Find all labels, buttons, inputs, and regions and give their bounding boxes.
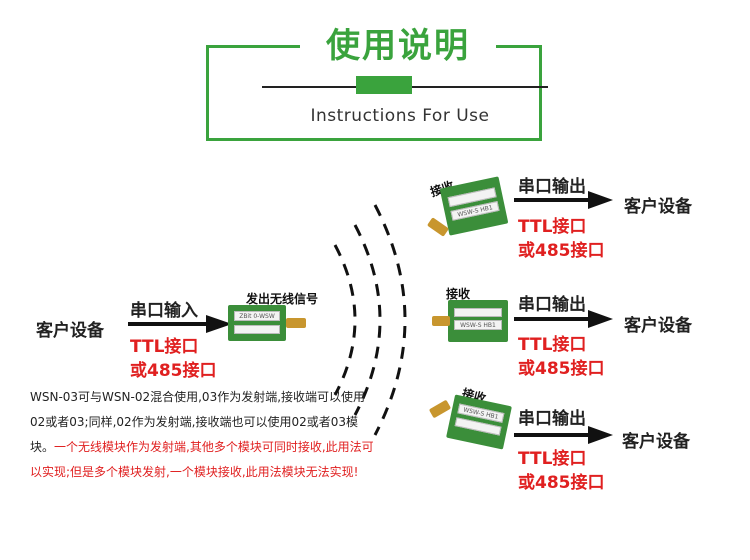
- receiver-3-ttl-label: TTL接口: [518, 449, 587, 469]
- module-chip-serial: [234, 325, 280, 334]
- sender-port-label: 串口输入: [130, 301, 198, 321]
- receiver-2-client-label: 客户设备: [624, 316, 692, 336]
- receiver-1-ttl-label: TTL接口: [518, 217, 587, 237]
- receiver-3-arrow-icon: [514, 426, 613, 444]
- receiver-2-module: WSW-S HB1: [448, 300, 508, 342]
- wireless-signal-icon: [333, 204, 407, 436]
- receiver-2-port-label: 串口输出: [518, 295, 586, 315]
- module-chip-label: WSW-S HB1: [454, 320, 502, 330]
- receiver-3-module: WSW-S HB1: [446, 394, 512, 450]
- page-title: 使用说明: [326, 26, 470, 66]
- receiver-2-ttl-label: TTL接口: [518, 335, 587, 355]
- receiver-2-485-label: 或485接口: [518, 359, 605, 379]
- sender-antenna-icon: [286, 318, 306, 328]
- sender-arrow-icon: [128, 315, 232, 333]
- sender-client-label: 客户设备: [36, 321, 104, 341]
- receiver-1-client-label: 客户设备: [624, 197, 692, 217]
- sender-ttl-label: TTL接口: [130, 337, 199, 357]
- receiver-3-port-label: 串口输出: [518, 409, 586, 429]
- usage-description-warning: 一个无线模块作为发射端,其他多个模块可同时接收,此用法可以实现;但是多个模块发射…: [30, 440, 374, 479]
- module-chip-serial: [454, 308, 502, 317]
- receiver-1-485-label: 或485接口: [518, 241, 605, 261]
- receiver-2-arrow-icon: [514, 310, 613, 328]
- sender-485-label: 或485接口: [130, 361, 217, 381]
- receiver-3-antenna-icon: [428, 399, 452, 419]
- usage-description-text: WSN-03可与WSN-02混合使用,03作为发射端,接收端可以使用02或者03…: [30, 390, 366, 454]
- subtitle-background: [290, 104, 510, 132]
- sender-module: ZBit 0-WSW: [228, 305, 286, 341]
- header-accent-bar: [356, 76, 412, 94]
- receiver-3-485-label: 或485接口: [518, 473, 605, 493]
- page-subtitle: Instructions For Use: [310, 106, 490, 126]
- sender-module-caption: 发出无线信号: [246, 292, 319, 306]
- title-background: [300, 18, 496, 70]
- receiver-2-caption: 接收: [446, 287, 471, 301]
- receiver-1-arrow-icon: [514, 191, 613, 209]
- usage-description: WSN-03可与WSN-02混合使用,03作为发射端,接收端可以使用02或者03…: [30, 385, 375, 485]
- receiver-2-antenna-icon: [432, 316, 450, 326]
- receiver-1-port-label: 串口输出: [518, 177, 586, 197]
- module-chip-label: ZBit 0-WSW: [234, 311, 280, 321]
- receiver-3-client-label: 客户设备: [622, 432, 690, 452]
